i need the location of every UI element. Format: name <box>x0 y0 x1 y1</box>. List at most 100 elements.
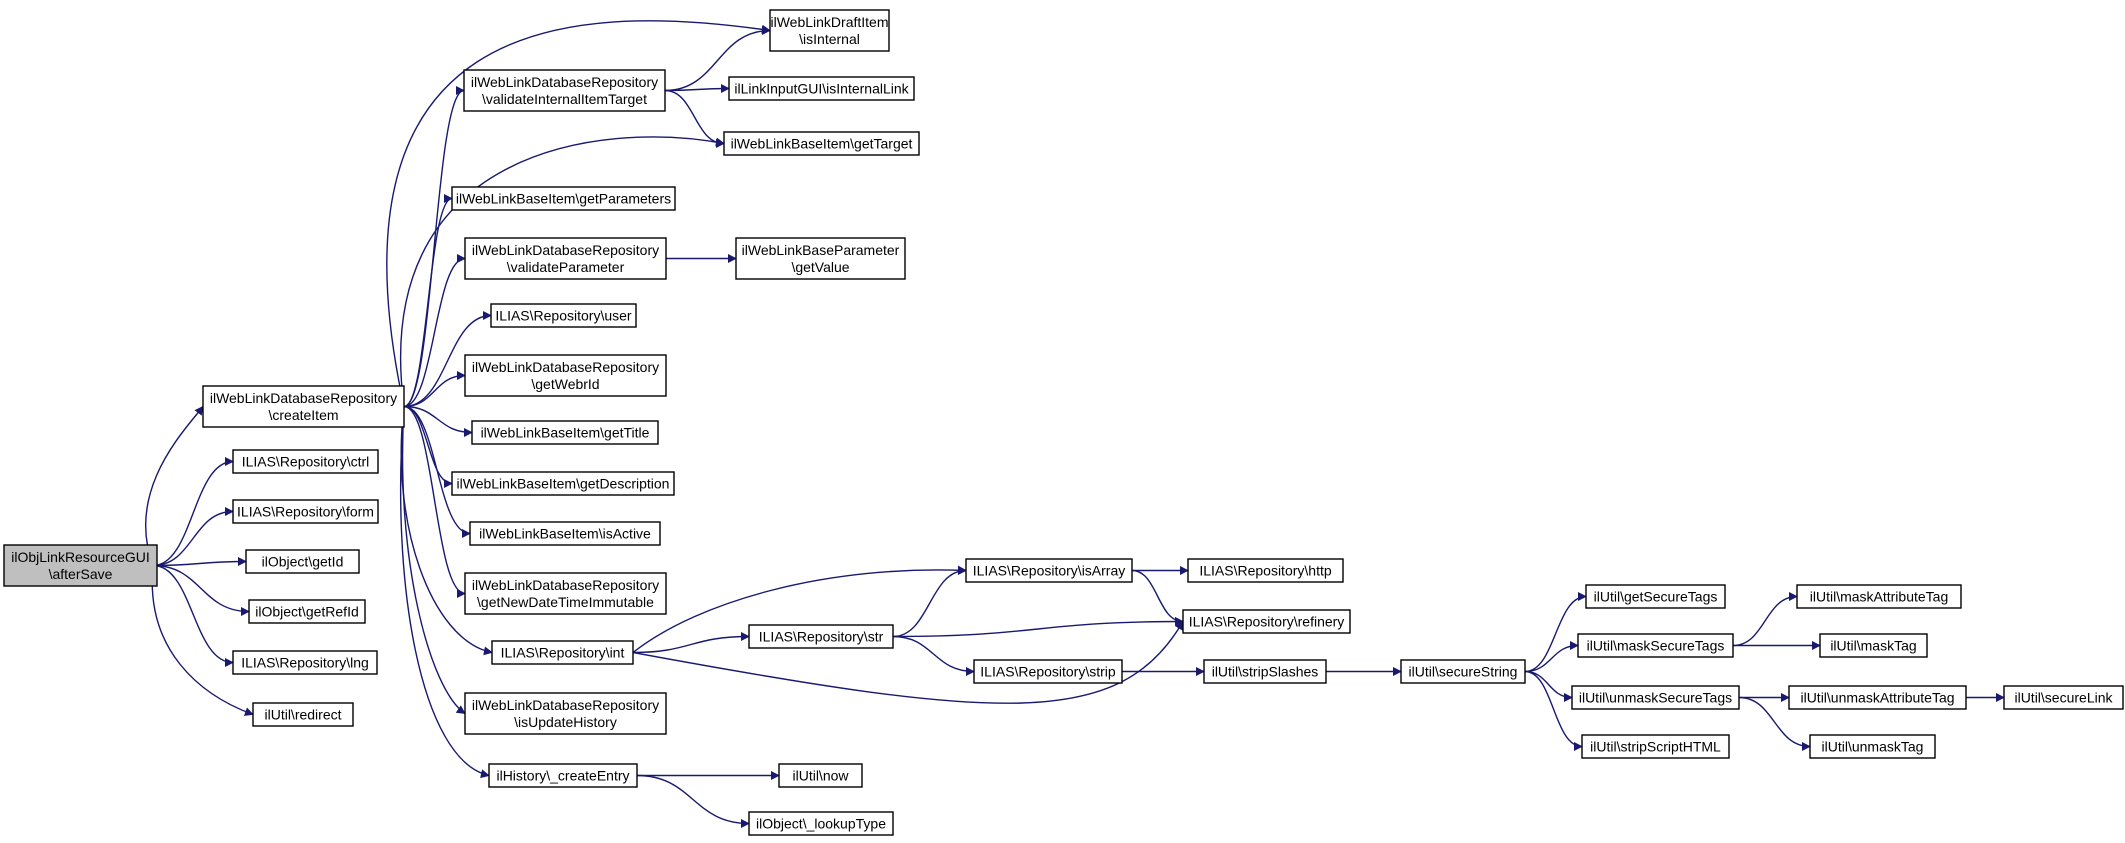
node-stripScriptHTML[interactable]: ilUtil\stripScriptHTML <box>1581 734 1730 759</box>
node-box <box>463 69 666 112</box>
node-label: \afterSave <box>49 566 113 582</box>
node-form[interactable]: ILIAS\Repository\form <box>232 499 379 524</box>
node-label: ilUtil\unmaskTag <box>1822 739 1924 755</box>
node-box <box>451 186 676 211</box>
node-box <box>748 811 894 836</box>
edge-createItem-to-draftIsInternal <box>386 20 771 407</box>
edge-secureString-to-unmaskSecureTags <box>1524 670 1573 702</box>
node-maskSecureTags[interactable]: ilUtil\maskSecureTags <box>1577 633 1734 658</box>
node-box <box>1796 584 1962 609</box>
edge-layer <box>145 20 2005 828</box>
node-getTarget[interactable]: ilWebLinkBaseItem\getTarget <box>723 131 920 156</box>
node-user[interactable]: ILIAS\Repository\user <box>490 303 637 328</box>
node-label: \validateParameter <box>507 259 625 275</box>
node-createItem[interactable]: ilWebLinkDatabaseRepository\createItem <box>202 385 405 428</box>
node-draftIsInternal[interactable]: ilWebLinkDraftItem\isInternal <box>769 9 890 52</box>
node-label: ilUtil\maskTag <box>1830 638 1916 654</box>
node-getSecureTags[interactable]: ilUtil\getSecureTags <box>1585 584 1726 609</box>
node-validateInternal[interactable]: ilWebLinkDatabaseRepository\validateInte… <box>463 69 666 112</box>
node-redirect[interactable]: ilUtil\redirect <box>252 702 354 727</box>
node-label: \validateInternalItemTarget <box>482 91 647 107</box>
edge-str-to-strip <box>892 635 975 676</box>
edge-createItem-to-getWebrId <box>403 371 466 408</box>
node-isArray[interactable]: ILIAS\Repository\isArray <box>965 558 1133 583</box>
node-secureString[interactable]: ilUtil\secureString <box>1400 659 1526 684</box>
node-label: ILIAS\Repository\isArray <box>973 563 1126 579</box>
node-label: ilUtil\stripScriptHTML <box>1590 739 1721 755</box>
node-isActive[interactable]: ilWebLinkBaseItem\isActive <box>469 521 661 546</box>
edge-secureString-to-stripScriptHTML <box>1524 670 1583 751</box>
edge-str-to-isArray <box>892 566 967 638</box>
node-box <box>464 237 667 280</box>
edge-root-to-ctrl <box>152 457 234 567</box>
node-lookupType[interactable]: ilObject\_lookupType <box>748 811 894 836</box>
node-maskTag[interactable]: ilUtil\maskTag <box>1819 633 1928 658</box>
edge-root-to-getRefId <box>152 564 250 616</box>
node-label: ilUtil\getSecureTags <box>1594 589 1718 605</box>
node-unmaskAttributeTag[interactable]: ilUtil\unmaskAttributeTag <box>1788 685 1967 710</box>
node-layer: ilObjLinkResourceGUI\afterSave ilWebLinkD… <box>3 9 2124 836</box>
node-box <box>490 303 637 328</box>
node-paramGetValue[interactable]: ilWebLinkBaseParameter\getValue <box>735 237 906 280</box>
node-box <box>1187 558 1344 583</box>
node-getNewDate[interactable]: ilWebLinkDatabaseRepository\getNewDateTi… <box>464 572 667 615</box>
node-box <box>451 471 675 496</box>
node-getId[interactable]: ilObject\getId <box>245 549 360 574</box>
node-label: ilObject\getId <box>262 554 344 570</box>
node-str[interactable]: ILIAS\Repository\str <box>748 624 894 649</box>
node-label: ILIAS\Repository\user <box>495 308 632 324</box>
node-label: ilWebLinkBaseItem\getTarget <box>731 136 913 152</box>
node-createEntry[interactable]: ilHistory\_createEntry <box>488 763 638 788</box>
node-label: ilWebLinkBaseParameter <box>742 242 900 258</box>
node-getWebrId[interactable]: ilWebLinkDatabaseRepository\getWebrId <box>464 354 667 397</box>
edge-isArray-to-refinery <box>1131 569 1184 626</box>
edge-validateInternal-to-draftIsInternal <box>664 26 771 92</box>
edge-createEntry-to-lookupType <box>636 774 750 828</box>
node-ctrl[interactable]: ILIAS\Repository\ctrl <box>232 449 379 474</box>
node-strip[interactable]: ILIAS\Repository\strip <box>973 659 1123 684</box>
node-http[interactable]: ILIAS\Repository\http <box>1187 558 1344 583</box>
node-label: ilWebLinkDraftItem <box>770 14 888 30</box>
node-label: ilWebLinkDatabaseRepository <box>210 390 397 406</box>
node-label: ilUtil\maskAttributeTag <box>1810 589 1949 605</box>
node-now[interactable]: ilUtil\now <box>778 763 863 788</box>
node-box <box>232 499 379 524</box>
node-box <box>2003 685 2124 710</box>
node-label: ILIAS\Repository\ctrl <box>242 454 370 470</box>
node-secureLink[interactable]: ilUtil\secureLink <box>2003 685 2124 710</box>
node-getDescription[interactable]: ilWebLinkBaseItem\getDescription <box>451 471 675 496</box>
node-int[interactable]: ILIAS\Repository\int <box>491 640 634 665</box>
node-box <box>245 549 360 574</box>
node-lng[interactable]: ILIAS\Repository\lng <box>232 650 378 675</box>
edge-root-to-form <box>152 507 234 567</box>
node-maskAttributeTag[interactable]: ilUtil\maskAttributeTag <box>1796 584 1962 609</box>
node-unmaskSecureTags[interactable]: ilUtil\unmaskSecureTags <box>1571 685 1740 710</box>
node-refinery[interactable]: ILIAS\Repository\refinery <box>1182 609 1351 634</box>
node-label: ilObject\getRefId <box>255 604 359 620</box>
node-label: ilWebLinkBaseItem\getParameters <box>456 191 671 207</box>
node-getRefId[interactable]: ilObject\getRefId <box>248 599 366 624</box>
node-label: ILIAS\Repository\strip <box>980 664 1116 680</box>
node-validateParameter[interactable]: ilWebLinkDatabaseRepository\validatePara… <box>464 237 667 280</box>
node-label: ilUtil\maskSecureTags <box>1587 638 1725 654</box>
edge-createItem-to-getTitle <box>403 405 473 437</box>
node-label: ilUtil\now <box>792 768 849 784</box>
node-isInternalLink[interactable]: ilLinkInputGUI\isInternalLink <box>728 76 915 101</box>
edge-root-to-redirect <box>151 565 254 716</box>
node-getTitle[interactable]: ilWebLinkBaseItem\getTitle <box>471 420 659 445</box>
node-label: ILIAS\Repository\refinery <box>1189 614 1345 630</box>
edge-secureString-to-getSecureTags <box>1524 592 1587 673</box>
node-box <box>248 599 366 624</box>
node-label: ilWebLinkDatabaseRepository <box>472 242 659 258</box>
node-label: \getWebrId <box>531 376 599 392</box>
node-isUpdateHistory[interactable]: ilWebLinkDatabaseRepository\isUpdateHist… <box>464 692 667 735</box>
node-label: ilUtil\secureString <box>1409 664 1518 680</box>
node-box <box>491 640 634 665</box>
node-getParameters[interactable]: ilWebLinkBaseItem\getParameters <box>451 186 676 211</box>
node-label: ILIAS\Repository\form <box>237 504 374 520</box>
node-stripSlashes[interactable]: ilUtil\stripSlashes <box>1203 659 1327 684</box>
edge-createItem-to-isActive <box>403 405 471 538</box>
node-box <box>748 624 894 649</box>
node-root[interactable]: ilObjLinkResourceGUI\afterSave <box>3 544 158 587</box>
node-unmaskTag[interactable]: ilUtil\unmaskTag <box>1809 734 1936 759</box>
